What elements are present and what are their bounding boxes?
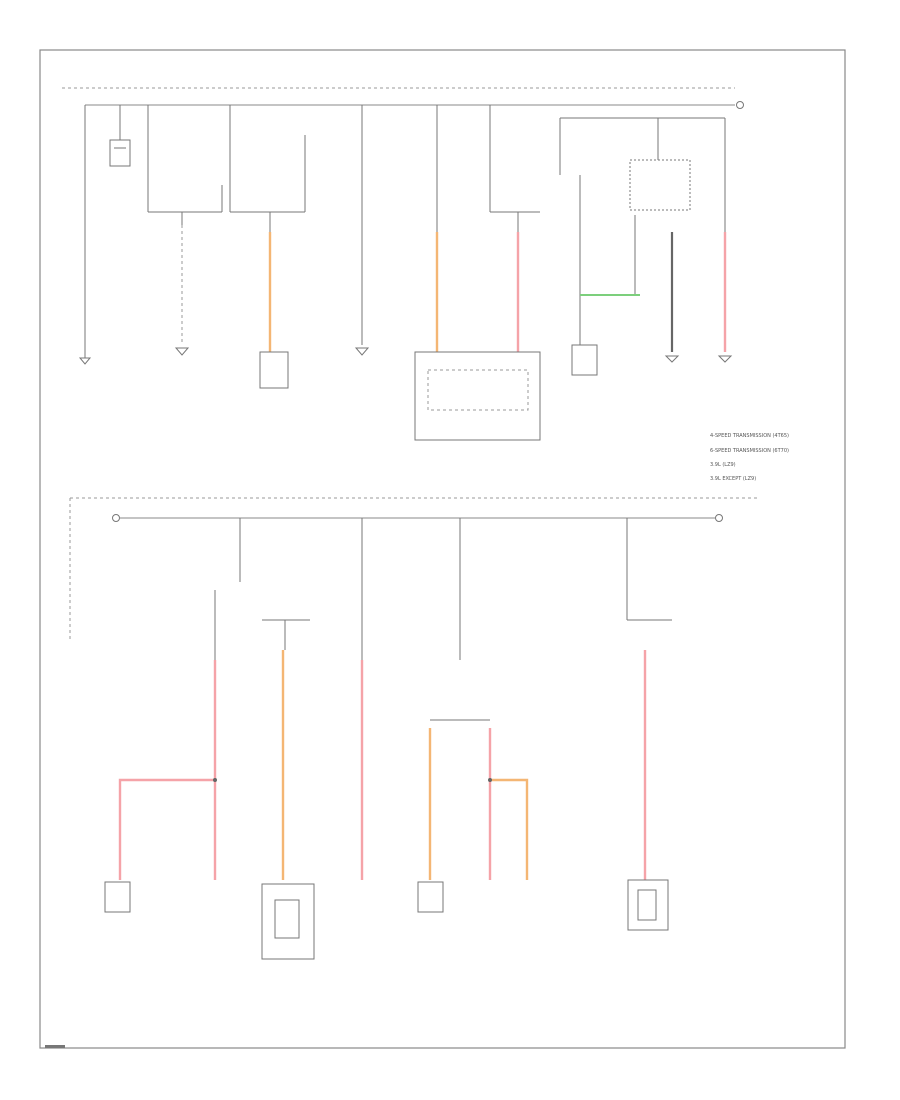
- sensor-outline: [629, 159, 691, 211]
- pink-wire-4: [118, 778, 215, 880]
- switch-box: [571, 344, 598, 376]
- diagram-frame: [39, 49, 846, 1049]
- note-3: 3.9L (LZ9): [710, 462, 736, 468]
- note-4: 3.9L EXCEPT (LZ9): [710, 476, 756, 482]
- relay-component: [109, 139, 131, 167]
- splice-symbol-2: [354, 347, 370, 356]
- note-2: 6-SPEED TRANSMISSION (6T70): [710, 448, 789, 454]
- corner-mark: [45, 1045, 65, 1048]
- ground-symbol-3: [717, 355, 733, 363]
- component-box-2: [104, 881, 131, 913]
- upper-circuit: 4-SPEED TRANSMISSION (4T65) 6-SPEED TRAN…: [62, 87, 789, 482]
- note-1: 4-SPEED TRANSMISSION (4T65): [710, 433, 789, 439]
- lower-circuit: [69, 497, 760, 960]
- lower-bus-terminal-right: [715, 514, 723, 522]
- upper-notes: 4-SPEED TRANSMISSION (4T65) 6-SPEED TRAN…: [710, 433, 789, 482]
- component-box-3: [417, 881, 444, 913]
- upper-bus-terminal: [736, 101, 744, 109]
- orange-wire-5: [490, 778, 529, 880]
- ground-symbol: [78, 357, 92, 365]
- splice-symbol-1: [174, 347, 190, 356]
- control-module-box: [414, 351, 541, 441]
- component-box-1: [259, 351, 289, 389]
- component-box-4: [627, 879, 669, 931]
- lower-bus-terminal-left: [112, 514, 120, 522]
- ground-symbol-2: [664, 355, 680, 363]
